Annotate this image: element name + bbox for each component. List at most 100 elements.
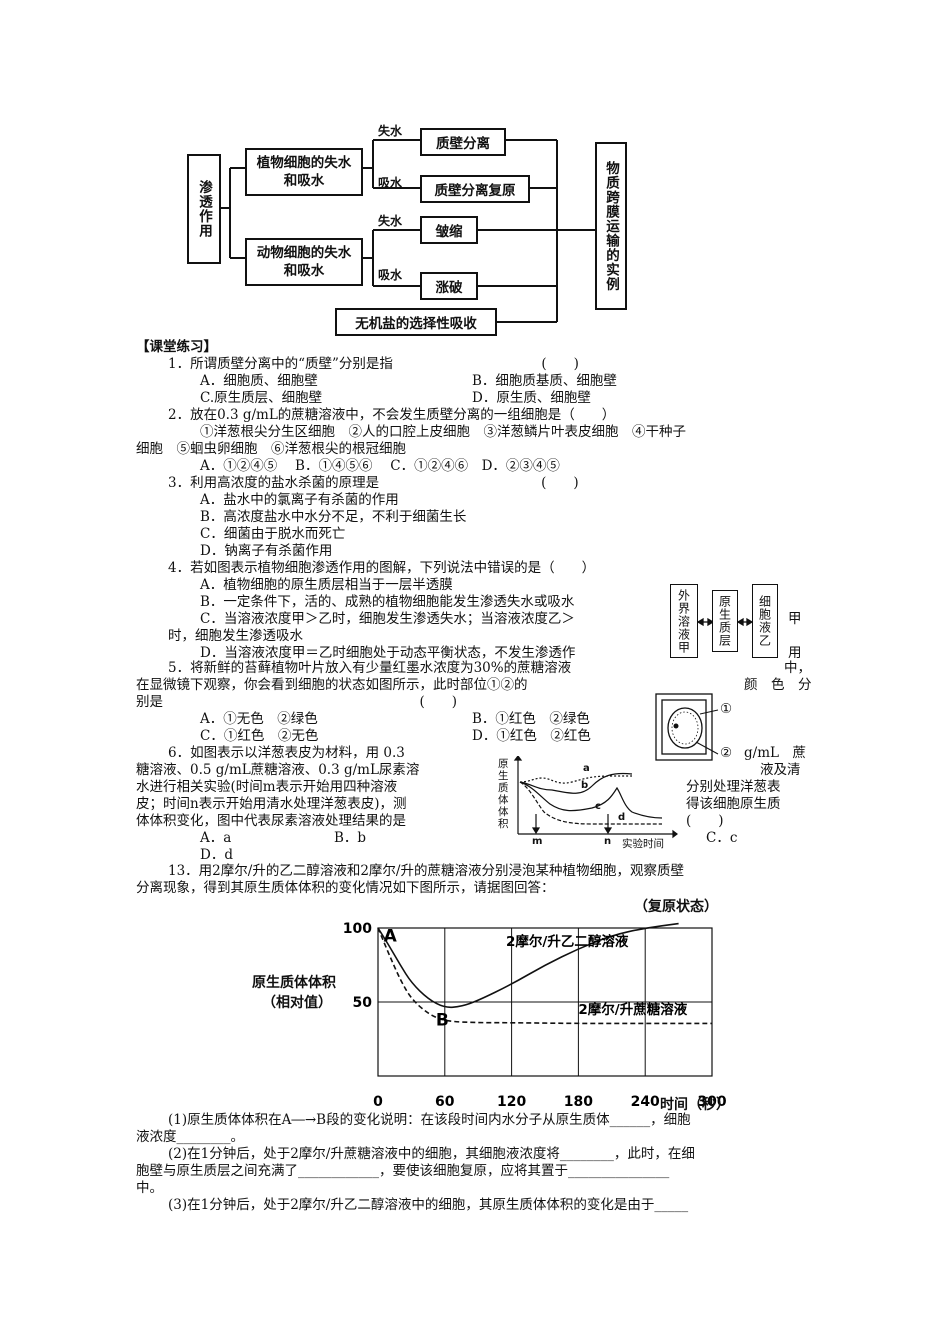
q5-line2: 在显微镜下观察，你会看到细胞的状态如图所示，此时部位①②的 [136, 677, 528, 693]
q5-label-1: ① [720, 701, 733, 717]
q13-sub1-line1: (1)原生质体体积在A―→B段的变化说明：在该段时间内水分子从原生质体_____… [168, 1112, 691, 1128]
animal-box: 动物细胞的失水和吸水 [245, 238, 363, 286]
q2-line2: 细胞 ⑤蛔虫卵细胞 ⑥洋葱根尖的根冠细胞 [136, 441, 406, 457]
chart-y-tick-label: 50 [353, 995, 373, 1011]
q6-line4: 皮；时间n表示开始用清水处理洋葱表皮)，测 [136, 796, 407, 812]
chart-title: （复原状态） [634, 899, 718, 915]
chart-xlabel: 时间（秒） [660, 1097, 730, 1113]
q1-stem: 1．所谓质壁分离中的“质壁”分别是指 ( ) [168, 356, 579, 372]
concept-map-lines [218, 139, 595, 323]
q6-graph-label-b: b [581, 780, 589, 791]
q6-line5-tail: ( ) [686, 813, 724, 829]
q1-option-b: B．细胞质基质、细胞壁 [472, 373, 617, 389]
q4-option-c: C．当溶液浓度甲＞乙时，细胞发生渗透失水；当溶液浓度乙＞ [200, 611, 575, 627]
q5-option-c: C．①红色 ②无色 [200, 728, 319, 744]
q6-option-b: B．b [334, 830, 367, 846]
q4-fig-middle: 原生质层 [712, 590, 738, 652]
chart-point-label-a: A [384, 926, 398, 946]
q6-graph-label-m: m [532, 836, 543, 847]
chart-series-line [377, 927, 712, 1025]
lose-water-label-animal: 失水 [378, 214, 403, 228]
q5-option-a: A．①无色 ②绿色 [200, 711, 318, 727]
q3-stem: 3．利用高浓度的盐水杀菌的原理是 ( ) [168, 475, 579, 491]
chart-ylabel: 原生质体体积 [252, 975, 336, 991]
absorb-water-label-animal: 吸水 [378, 268, 403, 282]
q1-option-c: C.原生质层、细胞壁 [200, 390, 323, 406]
chart-x-tick-label: 0 [373, 1094, 383, 1110]
q5-line2-tail: 颜 色 分 [744, 677, 812, 693]
q4-fig-inner: 细胞液乙 [752, 584, 778, 658]
chart-point-label-b: B [436, 1011, 449, 1031]
chart-x-tick-label: 180 [564, 1094, 593, 1110]
q13-line2: 分离现象，得到其原生质体体积的变化情况如下图所示，请据图回答： [136, 880, 555, 896]
q2-stem: 2．放在0.3 g/mL的蔗糖溶液中，不会发生质壁分离的一组细胞是（ ） [168, 407, 616, 423]
q5-line1: 5．将新鲜的苔藓植物叶片放入有少量红墨水浓度为30%的蔗糖溶液 [168, 660, 572, 676]
chart-series-line [377, 922, 679, 1009]
q3-option-a: A．盐水中的氯离子有杀菌的作用 [200, 492, 399, 508]
q3-option-c: C．细菌由于脱水而死亡 [200, 526, 346, 542]
q5-line1-tail: 中， [784, 660, 811, 676]
q4-option-c-tail: 甲 [788, 611, 802, 627]
q6-option-a: A．a [200, 830, 232, 846]
burst-box: 涨破 [420, 272, 478, 300]
q6-graph-label-d: d [618, 812, 626, 823]
plant-box: 植物细胞的失水和吸水 [245, 148, 363, 196]
chart-series-label: 2摩尔/升乙二醇溶液 [506, 933, 629, 950]
q5-label-2: ② [720, 745, 733, 761]
q4-option-d-tail: 用 [788, 645, 802, 661]
q4-fig-outer: 外界溶液甲 [670, 584, 698, 658]
q4-option-a: A．植物细胞的原生质层相当于一层半透膜 [200, 577, 453, 593]
q13-sub1-line2: 液浓度________。 [136, 1129, 244, 1145]
q13-line1: 13．用2摩尔/升的乙二醇溶液和2摩尔/升的蔗糖溶液分别浸泡某种植物细胞，观察质… [168, 863, 684, 879]
q6-graph-label-c: c [595, 801, 601, 812]
q1-option-a: A．细胞质、细胞壁 [200, 373, 318, 389]
chart-series-label: 2摩尔/升蔗糖溶液 [578, 1001, 687, 1018]
q6-graph-label-n: n [604, 836, 612, 847]
chart-x-tick-label: 60 [435, 1094, 455, 1110]
chart-ylabel-unit: （相对值） [262, 995, 332, 1011]
q5-option-b: B．①红色 ②绿色 [472, 711, 590, 727]
q13-sub2-line2: 胞壁与原生质层之间充满了____________，要使该细胞复原，应将其置于__… [136, 1163, 670, 1179]
root-box: 渗透作用 [187, 154, 221, 264]
chart-y-tick-label: 100 [343, 921, 372, 937]
q4-option-c-line2: 时，细胞发生渗透吸水 [168, 628, 303, 644]
q13-sub3: (3)在1分钟后，处于2摩尔/升乙二醇溶液中的细胞，其原生质体体积的变化是由于_… [168, 1197, 689, 1213]
q2-line1: ①洋葱根尖分生区细胞 ②人的口腔上皮细胞 ③洋葱鳞片叶表皮细胞 ④干种子 [200, 424, 686, 440]
shrink-box: 皱缩 [420, 216, 478, 244]
q6-graph-ylabel: 原生质体体积 [498, 758, 509, 830]
q6-line4-tail: 得该细胞原生质 [686, 796, 781, 812]
q6-line1: 6．如图表示以洋葱表皮为材料，用 0.3 [168, 745, 405, 761]
q6-graph-label-a: a [583, 763, 590, 774]
chart-x-tick-label: 300 [697, 1094, 726, 1110]
q13-sub2-line3: 中。 [136, 1180, 163, 1196]
q13-sub2-line1: (2)在1分钟后，处于2摩尔/升蔗糖溶液中的细胞，其细胞液浓度将________… [168, 1146, 695, 1162]
chart-x-tick-label: 120 [497, 1094, 526, 1110]
q6-graph-xlabel: 实验时间 [622, 838, 664, 850]
q6-line1-tail: g/mL 蔗 [744, 745, 806, 761]
q1-option-d: D．原生质、细胞壁 [472, 390, 591, 406]
q5-line3: 别是 ( ) [136, 694, 458, 710]
q6-graph-svg [513, 756, 678, 839]
q5-option-d: D．①红色 ②红色 [472, 728, 591, 744]
q6-line2: 糖溶液、0.5 g/mL蔗糖溶液、0.3 g/mL尿素溶 [136, 762, 420, 778]
q6-option-d: D．d [200, 847, 233, 863]
q6-line5: 体体积变化，图中代表尿素溶液处理结果的是 [136, 813, 406, 829]
q6-line3: 水进行相关实验(时间m表示开始用四种溶液 [136, 779, 398, 795]
right-box: 物质跨膜运输的实例 [595, 142, 627, 310]
q3-option-d: D．钠离子有杀菌作用 [200, 543, 333, 559]
mineral-box: 无机盐的选择性吸收 [335, 308, 497, 336]
q3-option-b: B．高浓度盐水中水分不足，不利于细菌生长 [200, 509, 467, 525]
q2-options: A．①②④⑤ B．①④⑤⑥ C．①②④⑥ D．②③④⑤ [200, 458, 560, 474]
plasmolysis-box: 质壁分离 [420, 128, 506, 156]
q5-cell-drawing [655, 693, 719, 761]
q6-option-c: C．c [706, 830, 738, 846]
q6-line2-tail: 液及清 [760, 762, 801, 778]
section-title: 【课堂练习】 [136, 339, 217, 355]
q4-stem: 4．若如图表示植物细胞渗透作用的图解，下列说法中错误的是（ ） [168, 560, 596, 576]
q4-figure-arrows [696, 617, 754, 627]
deplasmolysis-box: 质壁分离复原 [420, 175, 530, 203]
lose-water-label-plant: 失水 [378, 124, 403, 138]
q4-option-b: B．一定条件下，活的、成熟的植物细胞能发生渗透失水或吸水 [200, 594, 575, 610]
q6-line3-tail: 分别处理洋葱表 [686, 779, 781, 795]
